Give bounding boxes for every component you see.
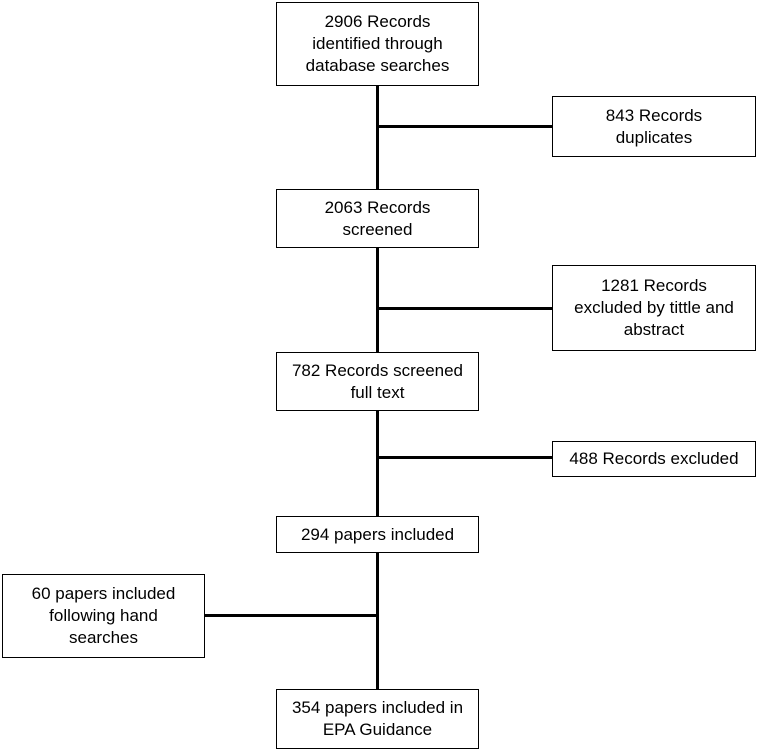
final-included-box: 354 papers included in EPA Guidance [276, 689, 479, 749]
hand-search-branch-connector [205, 614, 378, 617]
excluded-title-abstract-box: 1281 Records excluded by tittle and abst… [552, 265, 756, 351]
identified-records-box: 2906 Records identified through database… [276, 2, 479, 86]
duplicates-branch-connector [377, 125, 552, 128]
title-abstract-branch-connector [377, 307, 552, 310]
hand-searches-box: 60 papers included following hand search… [2, 574, 205, 658]
screened-full-text-box: 782 Records screened full text [276, 352, 479, 411]
screened-records-box: 2063 Records screened [276, 189, 479, 248]
duplicates-box: 843 Records duplicates [552, 96, 756, 157]
excluded-full-text-box: 488 Records excluded [552, 441, 756, 477]
papers-included-box: 294 papers included [276, 516, 479, 553]
full-text-branch-connector [377, 456, 552, 459]
